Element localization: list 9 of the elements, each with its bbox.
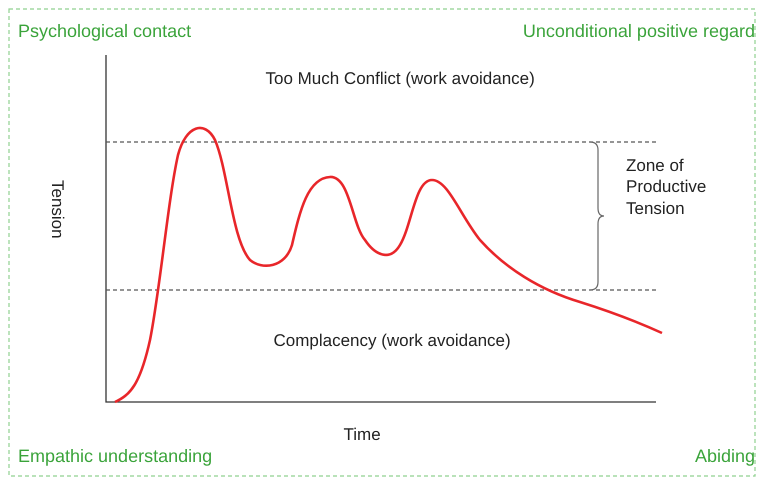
axis-label: Tension	[47, 180, 68, 239]
zone-label: Too Much Conflict (work avoidance)	[266, 68, 535, 90]
zone-label: Zone of Productive Tension	[626, 155, 708, 219]
corner-label: Unconditional positive regard	[522, 20, 755, 42]
axis-label: Time	[344, 424, 381, 446]
corner-label: Abiding	[694, 445, 755, 468]
corner-label: Empathic understanding	[18, 445, 212, 468]
zone-label: Complacency (work avoidance)	[274, 330, 511, 352]
corner-label: Psychological contact	[18, 20, 192, 42]
